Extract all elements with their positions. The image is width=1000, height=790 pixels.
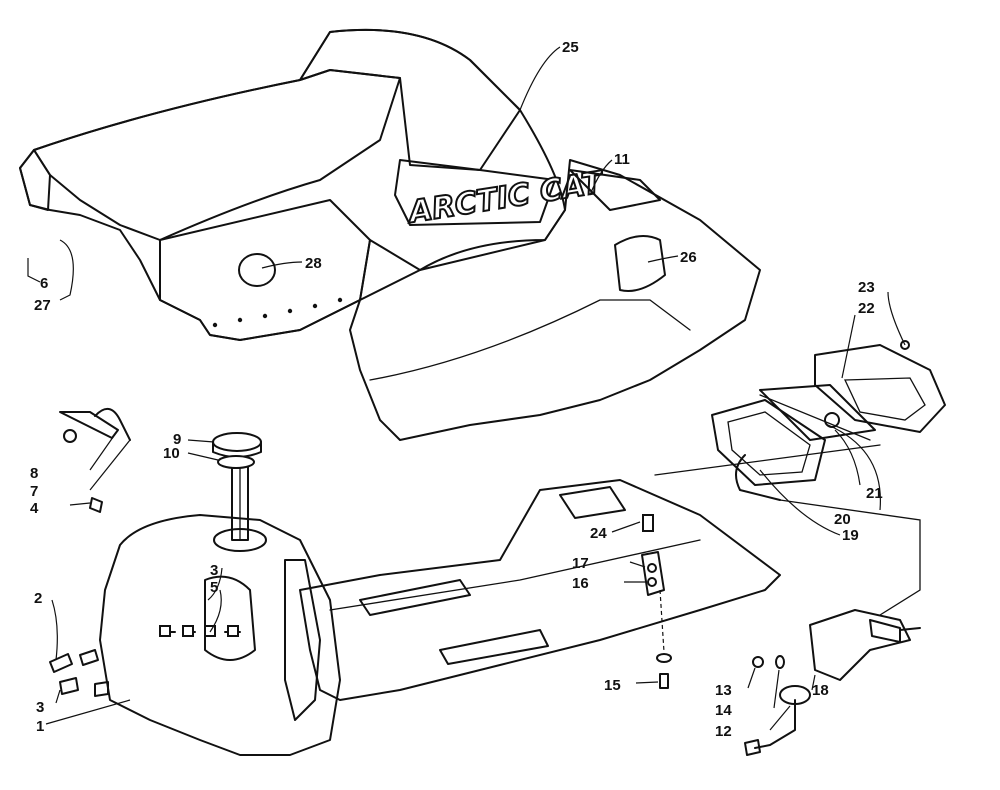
switch-lead	[754, 699, 796, 749]
fuel-tank-assembly	[49, 408, 341, 756]
seat-logo-panel	[394, 159, 556, 226]
taillight-wire	[735, 454, 781, 501]
fuel-cap-gasket	[217, 455, 255, 469]
console-mount-plate	[641, 551, 665, 596]
callout-6: 6	[40, 275, 48, 292]
callout-2: 2	[34, 590, 42, 607]
seat-base-ridge	[369, 299, 691, 381]
taillight-housing	[711, 399, 826, 486]
console-vent-right	[439, 629, 549, 665]
callout-13: 13	[715, 682, 732, 699]
callout-22: 22	[858, 300, 875, 317]
console-opening	[559, 486, 626, 519]
callout-12: 12	[715, 723, 732, 740]
vent-line	[94, 408, 131, 441]
wiring-harness	[654, 394, 921, 616]
seat-front-lip	[19, 149, 51, 211]
callout-27: 27	[34, 297, 51, 314]
console-top-face	[329, 539, 701, 611]
callout-3-upper: 3	[210, 562, 218, 579]
fuel-tank-side-panel	[284, 559, 321, 721]
callout-5: 5	[210, 579, 218, 596]
callout-25: 25	[562, 39, 579, 56]
bolt	[659, 673, 669, 689]
callout-16: 16	[572, 575, 589, 592]
seat-backrest	[299, 28, 521, 171]
bracket-lug	[869, 619, 901, 643]
seat-base-opening	[569, 169, 661, 211]
console-assembly	[299, 479, 781, 701]
seat-base-assembly	[349, 159, 761, 441]
bracket-wire	[899, 627, 921, 631]
switch-bracket-assembly	[744, 609, 921, 756]
callout-9: 9	[173, 431, 181, 448]
console-grommet	[642, 514, 654, 532]
seat-assembly: ARCTIC CAT	[19, 28, 608, 341]
vent-connector	[89, 497, 103, 513]
console-body	[299, 479, 781, 701]
seat-top-cushion	[33, 69, 401, 241]
callout-21: 21	[866, 485, 883, 502]
callout-8: 8	[30, 465, 38, 482]
fuel-tank-body	[99, 514, 341, 756]
callout-15: 15	[604, 677, 621, 694]
mount-bracket	[809, 609, 911, 681]
callout-18: 18	[812, 682, 829, 699]
switch-plug	[744, 739, 761, 756]
seat-strap	[614, 235, 666, 292]
callout-7: 7	[30, 483, 38, 500]
callout-4: 4	[30, 500, 39, 517]
callout-20: 20	[834, 511, 851, 528]
seat-side-skirt	[159, 199, 371, 341]
taillight-assembly	[711, 340, 946, 501]
taillight-housing-inner	[727, 411, 811, 476]
callout-17: 17	[572, 555, 589, 572]
fuel-line-clamp	[59, 677, 79, 695]
callout-19: 19	[842, 527, 859, 544]
vent-check-valve	[63, 429, 77, 443]
callout-1: 1	[36, 718, 44, 735]
callout-3-lower: 3	[36, 699, 44, 716]
seat-logo-text: ARCTIC CAT	[405, 165, 608, 231]
callout-11: 11	[614, 151, 630, 168]
fuel-line	[49, 653, 73, 673]
flat-washer	[775, 655, 785, 669]
taillight-lens-face	[843, 377, 926, 421]
console-vent-left	[359, 579, 471, 616]
callout-28: 28	[305, 255, 322, 272]
callout-26: 26	[680, 249, 697, 266]
callout-14: 14	[715, 702, 732, 719]
fuel-cap	[212, 432, 262, 452]
callout-23: 23	[858, 279, 875, 296]
taillight-gasket	[759, 384, 876, 441]
callout-10: 10	[163, 445, 180, 462]
leader-lines	[27, 46, 906, 731]
seat-base-body	[349, 159, 761, 441]
seat-rivets	[212, 297, 343, 328]
taillight-lens	[814, 344, 946, 433]
callout-labels: 25 11 28 26 6 27 23 22 21 20 19 9 10 8 7…	[30, 39, 883, 740]
hex-nut	[752, 656, 764, 668]
bolt-washer	[656, 653, 672, 663]
seat-patch	[238, 253, 276, 287]
callout-24: 24	[590, 525, 607, 542]
